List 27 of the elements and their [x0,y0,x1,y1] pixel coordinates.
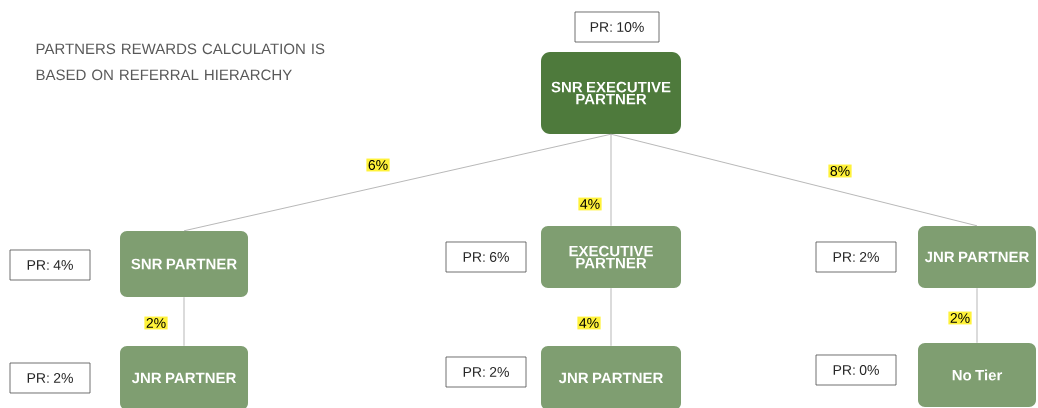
connector-line [183,133,612,232]
edge-label: 4% [577,316,601,330]
pr-box: PR: 2% [815,241,897,273]
tier-box: SNR EXECUTIVE PARTNER [541,52,681,134]
pr-box: PR: 2% [9,362,91,394]
edge-label: 2% [144,316,168,330]
pr-box: PR: 6% [445,241,527,273]
connector-line [976,287,978,344]
tier-box: SNR PARTNER [120,231,248,297]
tier-box: JNR PARTNER [120,346,248,408]
tier-box: JNR PARTNER [918,226,1036,288]
edge-label: 8% [828,164,852,178]
connector-line [610,287,612,347]
pr-box: PR: 2% [445,356,527,388]
pr-box: PR: 10% [574,11,660,43]
edge-label: 2% [948,311,972,325]
edge-label: 6% [366,158,390,172]
pr-box: PR: 0% [815,354,897,386]
pr-box: PR: 4% [9,249,91,281]
connector-line [610,133,612,227]
connector-line [183,296,185,347]
edge-label: 4% [578,197,602,211]
tier-box: JNR PARTNER [541,346,681,408]
tier-box: EXECUTIVE PARTNER [541,226,681,288]
tier-box: No Tier [918,343,1036,407]
title: PARTNERS REWARDS CALCULATION IS BASED ON REFERRAL HIERARCHY [36,43,325,81]
connector-line [610,133,978,227]
